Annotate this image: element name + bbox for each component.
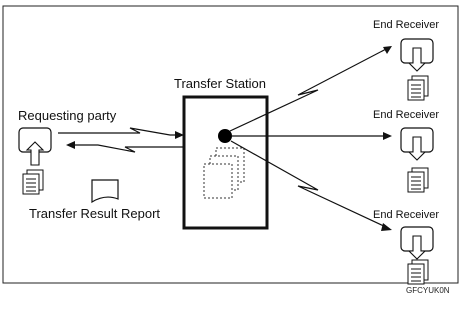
requesting-party-label: Requesting party (18, 108, 117, 123)
transmit-arrow-bottom (230, 140, 392, 231)
transfer-station-box (182, 95, 269, 230)
end-receiver-1-fax-icon (400, 38, 434, 72)
end-receiver-2-document-icon (407, 167, 429, 193)
end-receiver-3-fax-icon (400, 226, 434, 260)
requesting-document-icon (22, 169, 44, 195)
station-hub-dot (218, 129, 232, 143)
end-receiver-1-document-icon (407, 75, 429, 101)
end-receiver-2-fax-icon (400, 127, 434, 161)
figure-code-label: GFCYUK0N (406, 286, 450, 295)
transfer-station-label: Transfer Station (174, 76, 266, 91)
reply-arrow (66, 141, 184, 153)
end-receiver-3-document-icon (407, 259, 429, 285)
requesting-fax-icon (18, 127, 52, 166)
diagram-frame (2, 5, 459, 284)
report-sheet-icon (91, 179, 119, 204)
end-receiver-2-label: End Receiver (373, 109, 439, 121)
transfer-result-report-label: Transfer Result Report (29, 206, 160, 221)
end-receiver-3-label: End Receiver (373, 209, 439, 221)
end-receiver-1-label: End Receiver (373, 19, 439, 31)
request-arrow (58, 127, 184, 139)
stacked-pages-icon (203, 147, 245, 199)
transmit-arrow-middle (232, 132, 392, 140)
transmit-arrow-top (229, 46, 392, 132)
